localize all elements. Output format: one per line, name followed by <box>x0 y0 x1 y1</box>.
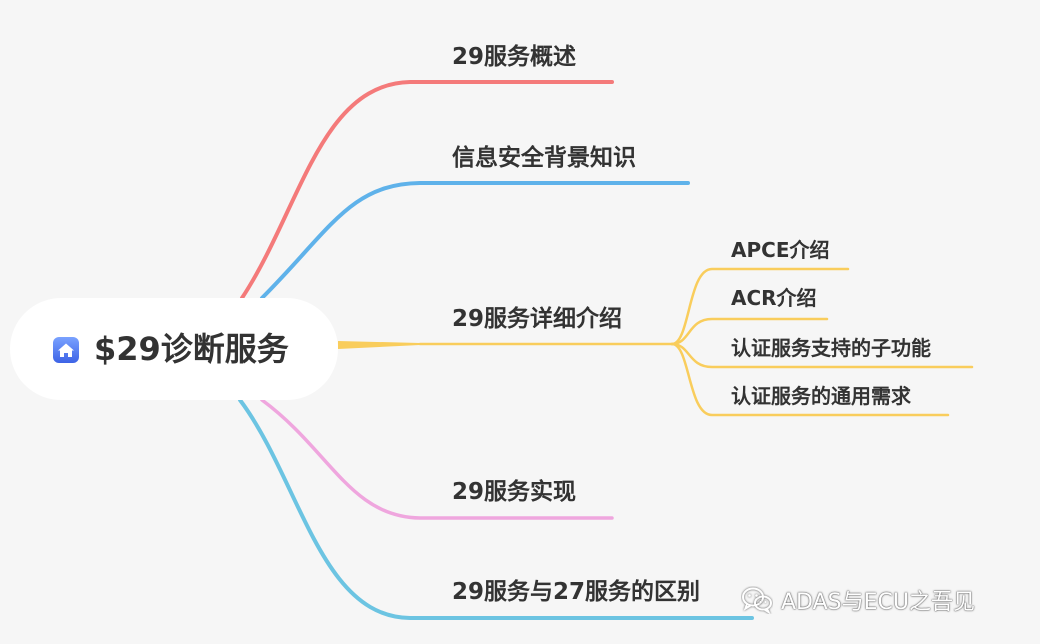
sub-link-apce <box>670 267 850 346</box>
topic-implementation[interactable]: 29服务实现 <box>452 477 576 507</box>
wechat-icon <box>742 587 772 614</box>
topic-security-background[interactable]: 信息安全背景知识 <box>452 143 636 173</box>
subtopic-label: ACR介绍 <box>731 286 817 310</box>
topic-detailed-intro[interactable]: 29服务详细介绍 <box>452 304 622 334</box>
root-node[interactable]: $29诊断服务 <box>10 298 338 400</box>
topic-label: 29服务概述 <box>452 44 577 70</box>
home-icon <box>53 337 79 363</box>
topic-difference-27[interactable]: 29服务与27服务的区别 <box>452 577 700 607</box>
sub-link-acr <box>670 317 829 346</box>
subtopic-label: APCE介绍 <box>731 238 830 262</box>
subtopic-acr[interactable]: ACR介绍 <box>731 285 817 311</box>
watermark: ADAS与ECU之吾见 <box>741 584 975 616</box>
subtopic-apce[interactable]: APCE介绍 <box>731 237 829 263</box>
branch-link-implementation <box>260 398 614 520</box>
topic-label: 29服务详细介绍 <box>452 306 623 332</box>
subtopic-general-requirements[interactable]: 认证服务的通用需求 <box>731 383 911 409</box>
subtopic-label: 认证服务的通用需求 <box>731 384 911 408</box>
branch-link-overview <box>240 80 614 300</box>
topic-label: 29服务与27服务的区别 <box>452 579 701 605</box>
branch-link-detailed-intro <box>338 341 420 349</box>
watermark-text: ADAS与ECU之吾见 <box>781 590 975 615</box>
sub-link-subfunctions <box>670 342 974 369</box>
subtopic-label: 认证服务支持的子功能 <box>731 336 931 360</box>
root-label: $29诊断服务 <box>94 330 289 368</box>
sub-link-general-requirements <box>670 342 950 417</box>
topic-overview[interactable]: 29服务概述 <box>452 42 576 72</box>
topic-label: 信息安全背景知识 <box>452 145 636 171</box>
branch-link-security-background <box>260 181 690 300</box>
branch-link-difference-27 <box>238 398 754 620</box>
topic-label: 29服务实现 <box>452 479 577 505</box>
subtopic-subfunctions[interactable]: 认证服务支持的子功能 <box>731 335 931 361</box>
